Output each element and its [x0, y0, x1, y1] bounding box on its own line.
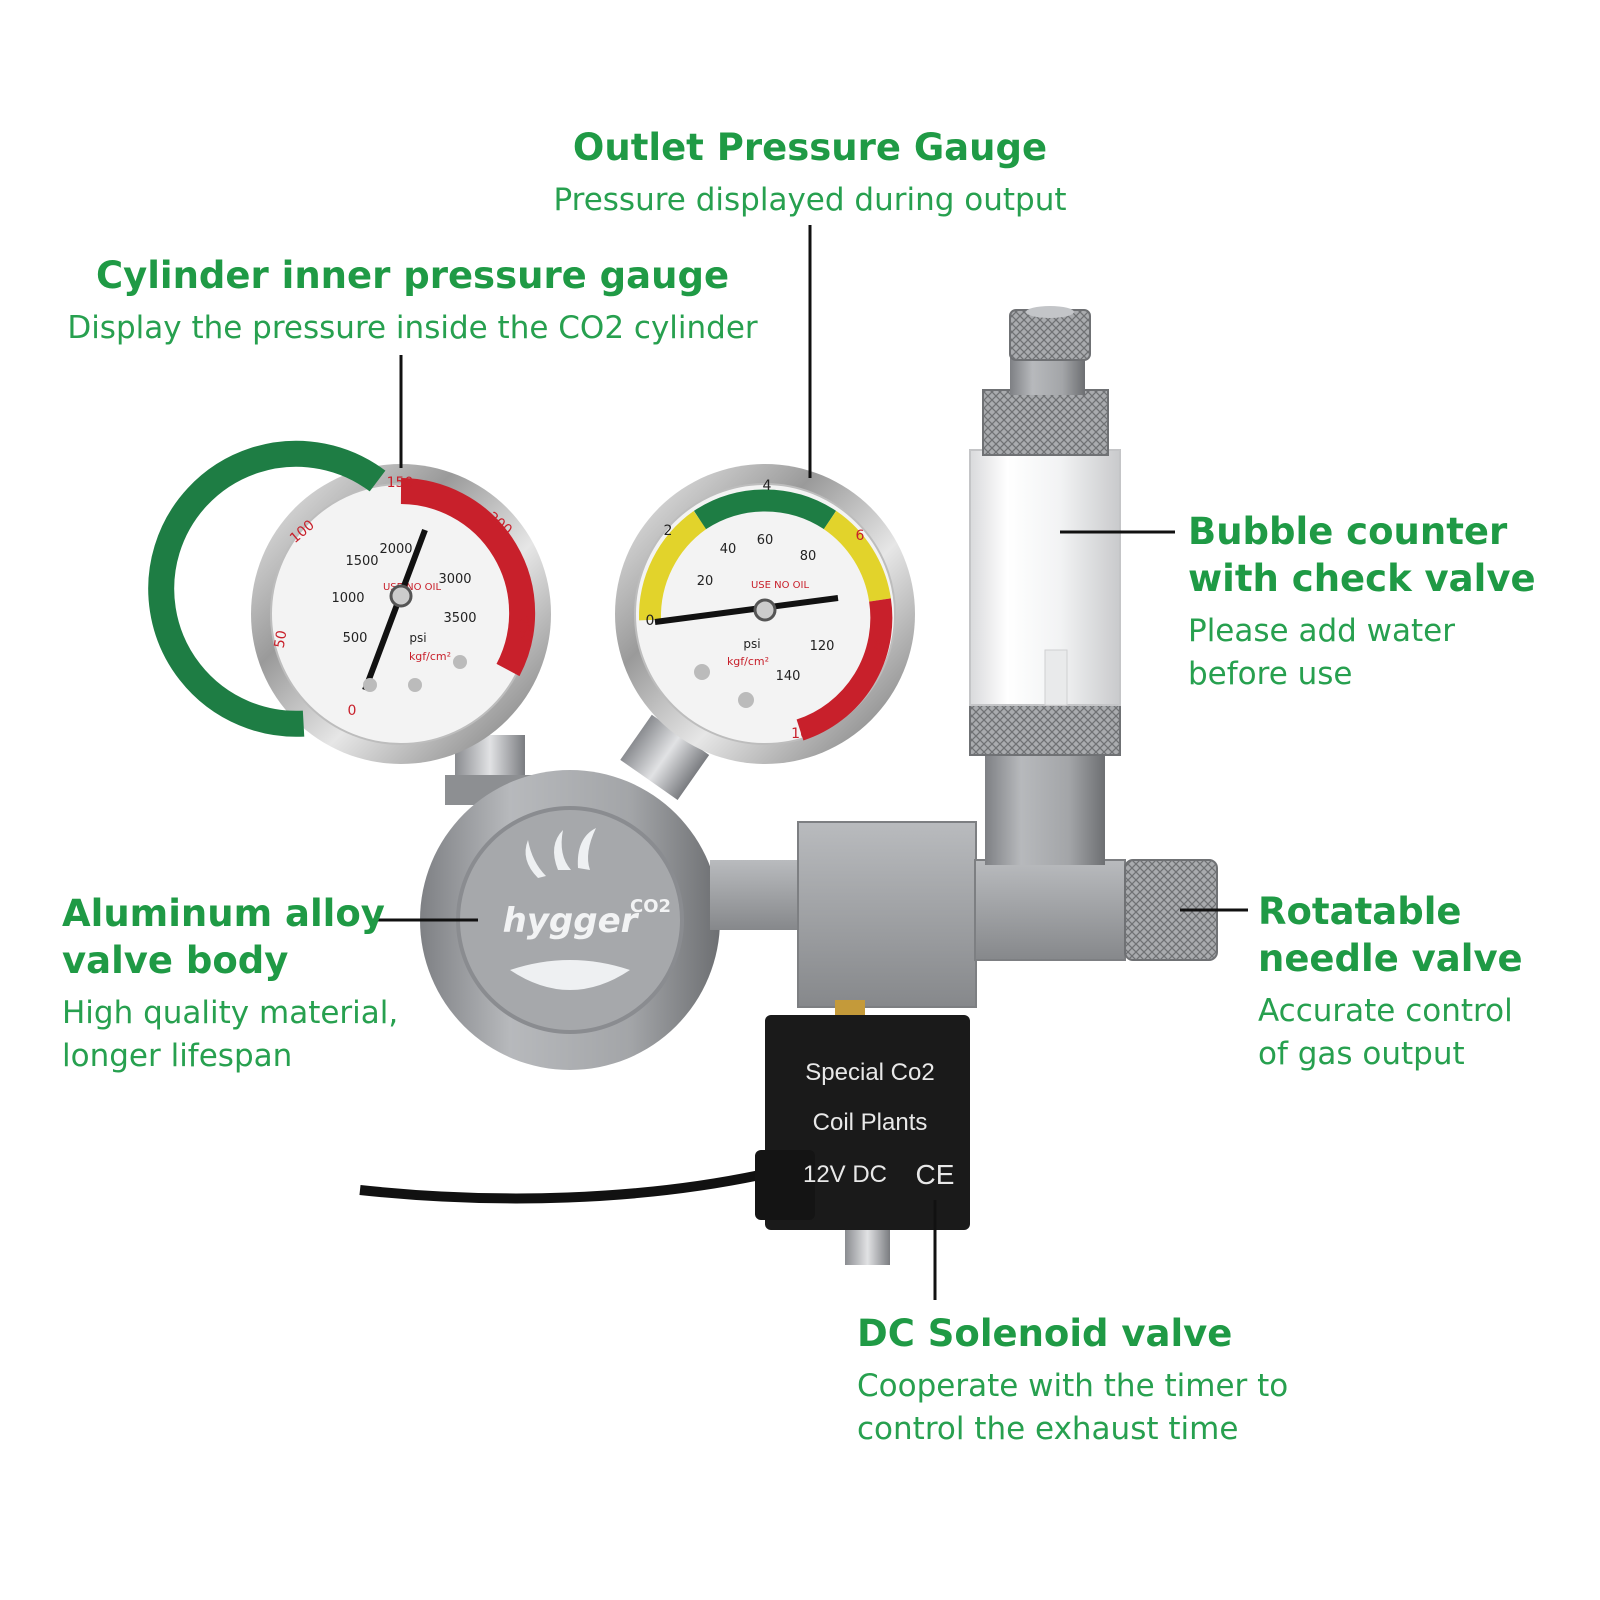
left-scale-inner-3000: 3000	[438, 572, 471, 587]
solenoid-label-2: Coil Plants	[813, 1109, 928, 1136]
callout-title: Rotatable needle valve	[1258, 890, 1523, 980]
right-scale-inner-40: 40	[720, 542, 737, 557]
callout-needle-valve: Rotatable needle valve Accurate control …	[1258, 888, 1588, 1076]
valve-block	[797, 821, 977, 1008]
solenoid-label-3: 12V DC	[803, 1161, 887, 1188]
left-scale-outer-0: 0	[348, 703, 357, 719]
right-gauge-warning: USE NO OIL	[751, 580, 810, 591]
right-gauge-stem	[620, 714, 710, 801]
right-scale-inner-140: 140	[776, 669, 801, 684]
right-gauge-unit-psi: psi	[743, 637, 760, 651]
callout-valve-body: Aluminum alloy valve body High quality m…	[62, 890, 422, 1078]
left-gauge-warning: USE NO OIL	[383, 582, 442, 593]
callout-cylinder-gauge: Cylinder inner pressure gauge Display th…	[40, 252, 785, 350]
callout-desc: Please add water before use	[1188, 613, 1455, 692]
right-scale-outer-10: 10	[791, 726, 809, 742]
right-scale-outer-4: 4	[763, 478, 772, 494]
ce-mark: CE	[916, 1159, 955, 1190]
solenoid-outlet	[845, 1230, 890, 1265]
right-scale-outer-8: 8	[874, 638, 883, 654]
callout-title: Cylinder inner pressure gauge	[95, 254, 730, 297]
brand-name: hygger	[503, 901, 640, 941]
callout-title: DC Solenoid valve	[857, 1312, 1233, 1355]
callout-solenoid: DC Solenoid valve Cooperate with the tim…	[857, 1310, 1377, 1451]
left-gauge-unit-kgf: kgf/cm²	[409, 650, 451, 663]
hygger-logo: hygger CO2	[503, 828, 671, 990]
right-scale-inner-60: 60	[757, 533, 774, 548]
left-scale-outer-50: 50	[272, 629, 291, 649]
needle-valve-housing	[974, 859, 1126, 961]
solenoid-label-1: Special Co2	[805, 1059, 934, 1086]
right-scale-outer-6: 6	[856, 528, 865, 544]
callout-desc: Display the pressure inside the CO2 cyli…	[67, 310, 758, 346]
cylinder-pressure-gauge: 150 100 50 0 200 250 500 1000 1500 2000 …	[148, 440, 551, 764]
right-scale-outer-2: 2	[664, 523, 673, 539]
solenoid-body	[765, 1015, 970, 1230]
left-scale-inner-1000: 1000	[331, 591, 364, 606]
right-scale-outer-0: 0	[646, 613, 655, 629]
bubble-counter-base	[985, 740, 1105, 865]
left-scale-outer-150: 150	[387, 475, 414, 491]
callout-desc: High quality material, longer lifespan	[62, 995, 399, 1074]
left-scale-inner-1500: 1500	[345, 554, 378, 569]
left-gauge-unit-psi: psi	[409, 631, 426, 645]
right-scale-inner-80: 80	[800, 549, 817, 564]
brand-superscript: CO2	[630, 896, 671, 917]
callout-outlet-gauge: Outlet Pressure Gauge Pressure displayed…	[540, 124, 1080, 222]
right-gauge-unit-kgf: kgf/cm²	[727, 655, 769, 668]
callout-title: Aluminum alloy valve body	[62, 892, 385, 982]
callout-desc: Accurate control of gas output	[1258, 993, 1513, 1072]
power-cable	[359, 1170, 762, 1204]
right-scale-inner-20: 20	[697, 574, 714, 589]
callout-title: Bubble counter with check valve	[1188, 510, 1536, 600]
callout-desc: Pressure displayed during output	[553, 182, 1067, 218]
left-scale-inner-500: 500	[343, 631, 368, 646]
left-scale-outer-250: 250	[514, 615, 534, 644]
right-scale-inner-120: 120	[810, 639, 835, 654]
left-scale-inner-2000: 2000	[379, 542, 412, 557]
callout-desc: Cooperate with the timer to control the …	[857, 1368, 1289, 1447]
callout-bubble-counter: Bubble counter with check valve Please a…	[1188, 508, 1578, 696]
outlet-pressure-gauge: 0 2 4 6 8 10 20 40 60 80 120 140 USE NO …	[615, 464, 915, 764]
left-scale-inner-3500: 3500	[443, 611, 476, 626]
callout-title: Outlet Pressure Gauge	[572, 126, 1048, 169]
